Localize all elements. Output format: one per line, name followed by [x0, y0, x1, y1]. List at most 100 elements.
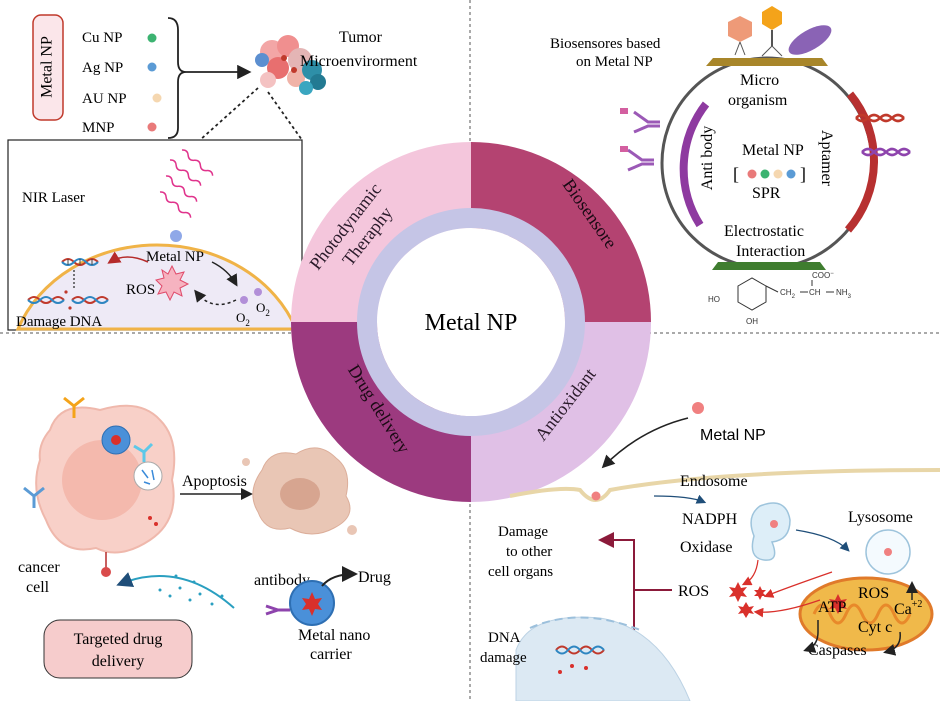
endosome-icon	[750, 502, 791, 561]
damage-dna-label: Damage DNA	[16, 314, 102, 330]
mitochondria-icon	[798, 576, 934, 652]
damage-label-2: to other	[506, 544, 552, 560]
nucleus-dot-3	[558, 670, 562, 674]
ca-label: Ca+2	[894, 599, 922, 618]
np-dot-green	[760, 169, 770, 179]
dotted-connector-right	[267, 91, 303, 141]
micro-organism-bar	[706, 58, 828, 66]
microorganism-icon	[728, 6, 832, 57]
atp-label: ATP	[818, 599, 847, 616]
cell-dome	[15, 243, 299, 331]
drug-fragments	[141, 469, 155, 485]
delivery-stream-arrow	[116, 572, 235, 609]
lysosome-np	[884, 548, 892, 556]
inner-ring	[357, 208, 585, 436]
atp-caspase-arrow	[803, 620, 819, 653]
tumor-label: Tumor	[339, 29, 383, 46]
spr-label: SPR	[752, 185, 781, 202]
ag-np-dot	[147, 62, 157, 72]
np-entry-arrow	[601, 417, 689, 469]
dna-helix-icon	[61, 258, 99, 266]
micro-label: Micro	[740, 72, 779, 89]
targeted-delivery-box	[43, 619, 193, 679]
metal-np-particle	[170, 230, 182, 242]
nucleus-icon	[515, 616, 691, 701]
drug-dot-2	[154, 522, 158, 526]
coo-label: COO−	[812, 271, 834, 280]
center-disc	[377, 228, 565, 416]
nir-laser-label: NIR Laser	[22, 190, 85, 206]
cancer-label: cancer	[18, 559, 60, 576]
mitochondria-cristae	[812, 603, 912, 625]
np-dot-beige	[773, 169, 783, 179]
cell-marker-dot	[101, 567, 111, 577]
photodynamic-segment	[291, 142, 471, 322]
caspases-label: Caspases	[808, 642, 867, 659]
legend-brace	[167, 17, 187, 139]
mito-ros-burst	[829, 594, 847, 614]
legend-ag: Ag NP	[82, 60, 123, 76]
drug-dot-1	[148, 516, 152, 520]
ros-label: ROS	[126, 282, 155, 298]
ho-label: HO	[708, 295, 720, 304]
laser-waves-icon	[159, 149, 214, 218]
stream-dots	[158, 574, 224, 606]
mito-ros-arrow-2	[753, 599, 821, 618]
endosome-label: Endosome	[680, 473, 748, 490]
oh-label: OH	[746, 317, 758, 326]
nucleus-dot-2	[584, 666, 588, 670]
ros-label: ROS	[678, 583, 709, 600]
electrostatic-bar	[712, 262, 826, 270]
cytc-caspase-arrow	[883, 631, 901, 656]
antibody-icons-cell	[23, 396, 154, 508]
aptamer-dna-icon	[855, 113, 911, 157]
bracket-left: [	[733, 164, 739, 184]
damage-label-1: Damage	[498, 524, 548, 540]
center-title: Metal NP	[425, 310, 518, 336]
ros-burst-icon	[155, 264, 190, 302]
o2-label-2: O2	[256, 300, 270, 318]
cell-label: cell	[26, 579, 50, 596]
metal-np-vertical-label: Metal NP	[39, 36, 56, 98]
carrier-label-2: carrier	[310, 646, 352, 663]
aptamer-label: Aptamer	[818, 130, 835, 187]
cancer-nucleus	[62, 440, 142, 520]
drug-delivery-panel: Apoptosis cancer cell antibody Drug Meta…	[18, 396, 391, 679]
nh3-label: NH3	[836, 288, 852, 300]
np-dot-red	[747, 169, 757, 179]
drug-release-arrow	[321, 566, 358, 587]
dna-label: DNA	[488, 630, 521, 646]
metal-np-label-box	[32, 14, 64, 121]
incoming-np-dot	[692, 402, 704, 414]
ros-burst-icons	[729, 582, 766, 618]
aptamer-arc	[844, 91, 878, 233]
ros-dna-arrow	[107, 251, 149, 264]
oxidase-label: Oxidase	[680, 539, 732, 556]
drug-label: Drug	[358, 569, 391, 586]
ros-label-2: ROS	[858, 585, 889, 602]
legend-mnp: MNP	[82, 120, 115, 136]
lysosome-label: Lysosome	[848, 509, 913, 526]
antibody-icons	[620, 108, 660, 172]
tumor-cluster-icon	[255, 35, 326, 95]
apoptotic-fragment-1	[242, 458, 250, 466]
photodynamic-panel: Metal NP Cu NP Ag NP AU NP MNP Tumor	[7, 14, 418, 331]
mnp-dot	[147, 122, 157, 132]
biosensor-title-2: on Metal NP	[576, 54, 653, 70]
drug-delivery-segment	[291, 322, 471, 502]
legend-cu: Cu NP	[82, 30, 122, 46]
metal-np-label: Metal NP	[146, 249, 204, 265]
metal-np-label: Metal NP	[700, 427, 766, 444]
endosome-in-cell	[133, 461, 163, 491]
au-np-dot	[152, 93, 162, 103]
electrostatic-label: Electrostatic	[724, 223, 804, 240]
interaction-label: Interaction	[736, 243, 805, 260]
nucleus-dna-icon	[555, 645, 605, 655]
mito-ros-arrow-1	[763, 571, 833, 598]
cu-np-dot	[147, 33, 157, 43]
nadph-ros-arrow	[741, 559, 759, 586]
tumor-label-2: Microenvirorment	[300, 53, 418, 70]
apoptotic-fragment-2	[347, 525, 357, 535]
carrier-label-1: Metal nano	[298, 627, 370, 644]
